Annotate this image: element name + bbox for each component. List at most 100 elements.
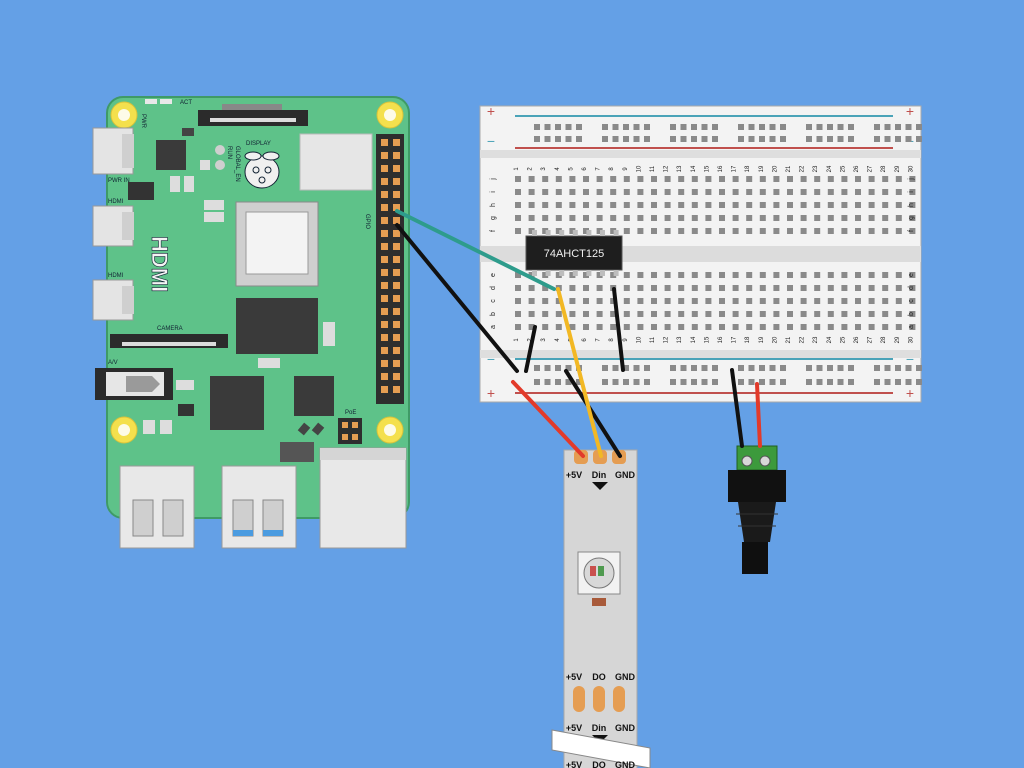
breadboard-hole xyxy=(678,285,685,291)
breadboard-hole xyxy=(905,124,912,130)
breadboard-hole xyxy=(651,311,657,317)
breadboard-hole xyxy=(806,124,812,130)
breadboard-hole xyxy=(916,136,922,142)
wire-gnd-chip-1 xyxy=(524,325,537,373)
breadboard-hole xyxy=(732,311,739,317)
led-strip: +5V Din GND +5V DO GND +5V Din GND +5V D… xyxy=(551,449,651,768)
column-number: 14 xyxy=(691,336,697,343)
breadboard-hole xyxy=(664,272,671,278)
column-number: 12 xyxy=(664,165,670,172)
gpio-pin xyxy=(393,334,400,341)
column-number: 25 xyxy=(840,165,846,172)
breadboard-hole xyxy=(732,202,739,208)
breadboard-hole xyxy=(680,136,687,142)
breadboard-hole xyxy=(746,272,753,278)
breadboard-hole xyxy=(759,379,765,385)
breadboard-hole xyxy=(773,189,780,195)
column-number: 30 xyxy=(908,336,914,343)
breadboard-hole xyxy=(651,285,657,291)
breadboard-hole xyxy=(732,215,739,221)
breadboard-hole xyxy=(855,189,861,195)
breadboard-hole xyxy=(868,272,875,278)
breadboard-hole xyxy=(691,189,698,195)
breadboard-hole xyxy=(691,272,698,278)
column-number: 4 xyxy=(555,167,561,171)
breadboard-hole xyxy=(569,285,576,291)
breadboard-hole xyxy=(895,215,902,221)
breadboard-hole xyxy=(732,324,739,330)
breadboard-hole xyxy=(515,215,521,221)
breadboard-hole xyxy=(610,324,617,330)
breadboard-hole xyxy=(814,189,821,195)
breadboard-hole xyxy=(644,136,650,142)
breadboard-hole xyxy=(701,379,708,385)
breadboard-hole xyxy=(732,272,739,278)
gpio-pin xyxy=(381,191,388,198)
gpio-pin xyxy=(381,282,388,289)
breadboard-hole xyxy=(895,228,902,234)
breadboard-hole xyxy=(814,215,821,221)
breadboard-hole xyxy=(773,324,780,330)
row-letter: g xyxy=(490,216,497,220)
breadboard-hole xyxy=(806,379,812,385)
breadboard-hole xyxy=(623,272,630,278)
breadboard-hole xyxy=(868,311,875,317)
breadboard-hole xyxy=(841,228,848,234)
column-number: 12 xyxy=(664,336,670,343)
breadboard-hole xyxy=(542,324,549,330)
gpio-pin xyxy=(381,295,388,302)
usb2-port xyxy=(119,465,195,549)
column-number: 16 xyxy=(718,165,724,172)
breadboard-hole xyxy=(837,379,844,385)
pad-label-gnd-next: GND xyxy=(615,723,636,733)
breadboard-hole xyxy=(542,215,549,221)
column-number: 15 xyxy=(704,165,710,172)
column-number: 22 xyxy=(800,336,806,343)
breadboard-hole xyxy=(773,228,780,234)
chip-leg xyxy=(572,270,578,276)
breadboard-hole xyxy=(748,379,755,385)
column-number: 28 xyxy=(881,165,887,172)
breadboard-hole xyxy=(732,228,739,234)
breadboard-hole xyxy=(732,298,739,304)
level-shifter-chip[interactable]: 74AHCT125 xyxy=(525,230,623,276)
breadboard-hole xyxy=(882,298,889,304)
column-number: 29 xyxy=(895,165,901,172)
breadboard-hole xyxy=(583,202,589,208)
breadboard-hole xyxy=(576,136,582,142)
breadboard-hole xyxy=(644,365,650,371)
breadboard-hole xyxy=(515,272,521,278)
breadboard-hole xyxy=(787,311,793,317)
gpio-pin xyxy=(393,360,400,367)
gpio-pin xyxy=(393,321,400,328)
breadboard-hole xyxy=(555,136,561,142)
column-number: 1 xyxy=(514,167,520,171)
breadboard-hole xyxy=(759,189,766,195)
breadboard-hole xyxy=(748,124,755,130)
breadboard-hole xyxy=(848,136,854,142)
breadboard-hole xyxy=(555,365,561,371)
pad-label-din: Din xyxy=(592,470,607,480)
breadboard-hole xyxy=(759,176,766,182)
breadboard-hole xyxy=(738,136,744,142)
breadboard-hole xyxy=(827,298,834,304)
breadboard-hole xyxy=(814,228,821,234)
breadboard-hole xyxy=(773,298,780,304)
breadboard-hole xyxy=(787,202,793,208)
breadboard-hole xyxy=(678,272,685,278)
breadboard-hole xyxy=(555,215,562,221)
breadboard-hole xyxy=(841,202,848,208)
breadboard-hole xyxy=(664,311,671,317)
breadboard-hole xyxy=(868,215,875,221)
breadboard-hole xyxy=(732,189,739,195)
breadboard-hole xyxy=(637,324,644,330)
breadboard-hole xyxy=(623,285,630,291)
run-label: RUN xyxy=(226,146,232,159)
breadboard-hole xyxy=(701,365,708,371)
breadboard-hole xyxy=(855,176,861,182)
breadboard-hole xyxy=(882,202,889,208)
breadboard-hole xyxy=(623,365,629,371)
breadboard-hole xyxy=(787,228,793,234)
gpio-pin xyxy=(381,217,388,224)
chip-leg xyxy=(559,270,565,276)
